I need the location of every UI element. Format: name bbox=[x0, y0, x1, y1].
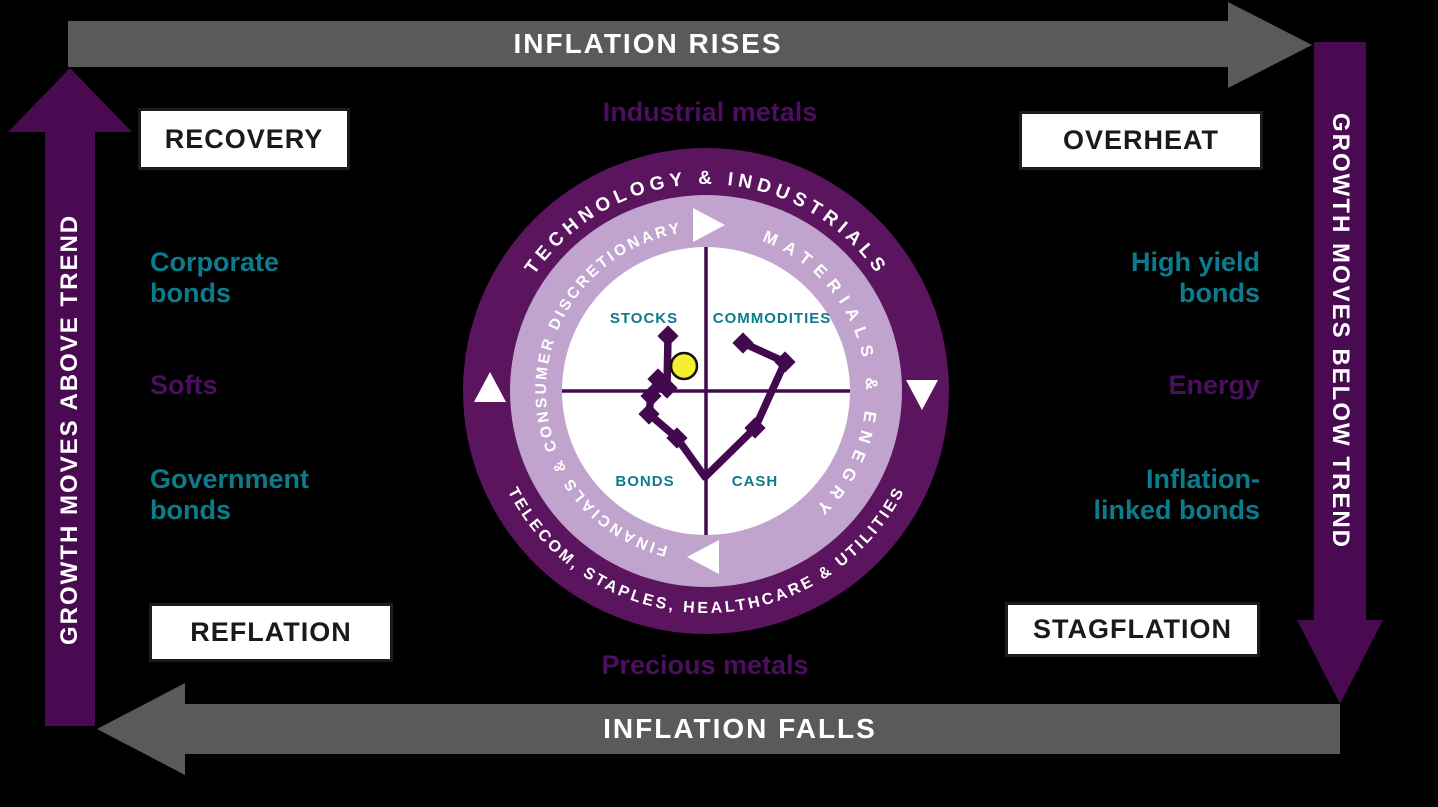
trajectory-diamond-marker bbox=[638, 403, 660, 425]
inflation-rises-label: INFLATION RISES bbox=[513, 28, 783, 59]
inflation-falls-arrow-shaft bbox=[185, 704, 1340, 754]
inflation-falls-arrowhead-icon bbox=[97, 683, 185, 775]
quadrant-label-commodities: COMMODITIES bbox=[713, 310, 832, 327]
trajectory-diamond-marker bbox=[657, 325, 679, 347]
inflation-falls-label: INFLATION FALLS bbox=[603, 713, 877, 744]
phase-box-stagflation: STAGFLATION bbox=[1005, 602, 1260, 657]
quadrant-label-cash: CASH bbox=[732, 473, 779, 490]
asset-label-precious-metals: Precious metals bbox=[601, 650, 809, 680]
current-position-marker bbox=[669, 351, 699, 381]
trajectory-diamond-marker bbox=[656, 377, 678, 399]
trajectory-diamond-marker bbox=[744, 417, 766, 439]
asset-label-inflation-linked-bonds: Inflation-linked bonds bbox=[1093, 464, 1260, 526]
inflation-rises-arrowhead-icon bbox=[1228, 2, 1312, 88]
asset-label-high-yield-bonds: High yield bonds bbox=[1130, 247, 1260, 309]
investment-clock: TECHNOLOGY & INDUSTRIALS TELECOM, STAPLE… bbox=[463, 148, 949, 634]
growth-below-trend-arrowhead-icon bbox=[1297, 620, 1383, 704]
growth-above-trend-arrow-shaft bbox=[45, 132, 95, 726]
growth-below-trend-arrow-shaft bbox=[1314, 42, 1366, 620]
trajectory-diamond-marker bbox=[732, 332, 754, 354]
phase-box-overheat: OVERHEAT bbox=[1019, 111, 1263, 170]
asset-label-corporate-bonds: Corporate bonds bbox=[150, 247, 280, 309]
phase-box-reflation: REFLATION bbox=[149, 603, 393, 662]
asset-label-industrial-metals: Industrial metals bbox=[602, 97, 818, 127]
growth-above-trend-label: GROWTH MOVES ABOVE TREND bbox=[56, 213, 83, 645]
trajectory-diamond-marker bbox=[666, 427, 688, 449]
asset-label-energy: Energy bbox=[1168, 370, 1260, 400]
asset-rotation-trajectory bbox=[638, 325, 796, 481]
quadrant-label-bonds: BONDS bbox=[615, 473, 674, 490]
asset-label-government-bonds: Government bonds bbox=[150, 464, 310, 526]
growth-above-trend-arrowhead-icon bbox=[8, 68, 132, 132]
quadrant-label-stocks: STOCKS bbox=[610, 310, 678, 327]
clockwise-arrow-right-icon bbox=[906, 380, 938, 410]
trajectory-diamond-marker bbox=[640, 385, 662, 407]
phase-box-recovery: RECOVERY bbox=[138, 108, 350, 170]
clockwise-arrow-bottom-icon bbox=[687, 540, 719, 574]
trajectory-diamond-marker bbox=[774, 351, 796, 373]
clockwise-arrow-top-icon bbox=[693, 208, 725, 242]
growth-below-trend-label: GROWTH MOVES BELOW TREND bbox=[1327, 113, 1354, 549]
asset-label-softs: Softs bbox=[150, 370, 218, 400]
inflation-rises-arrow-shaft bbox=[68, 21, 1228, 67]
clockwise-arrow-left-icon bbox=[474, 372, 506, 402]
